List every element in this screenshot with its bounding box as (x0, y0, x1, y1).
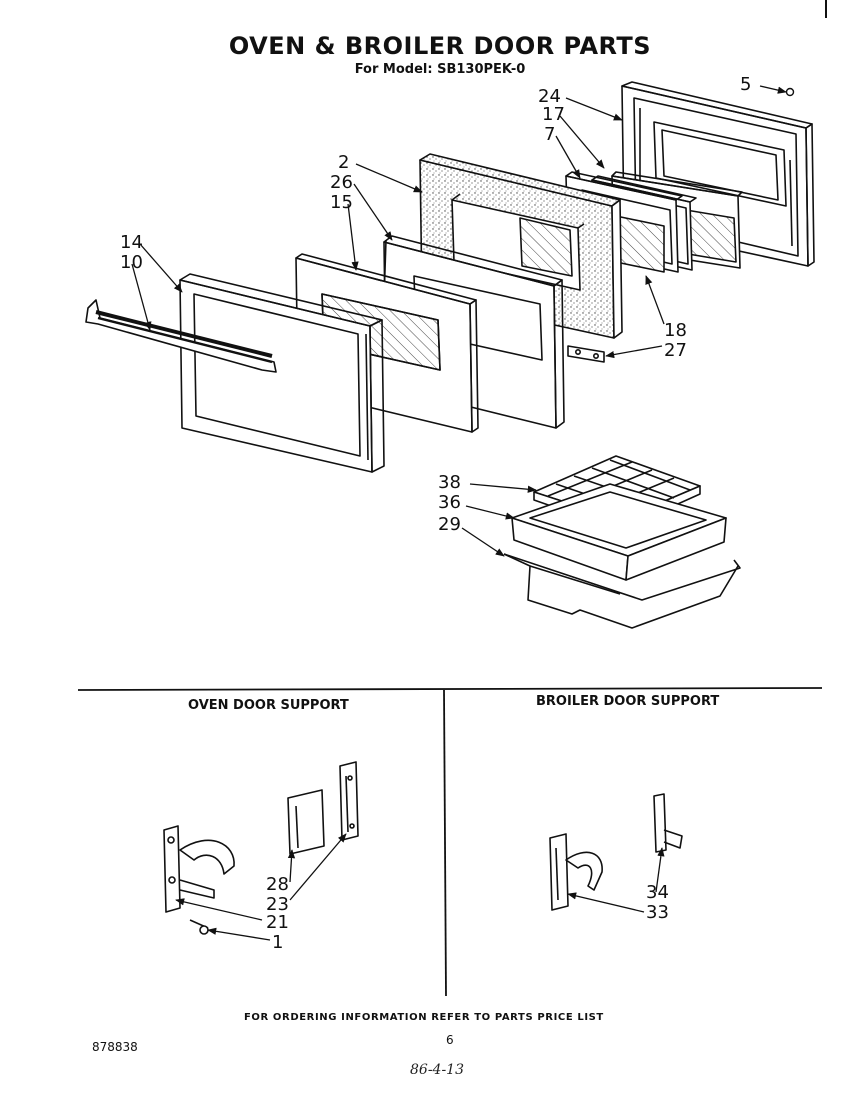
leader-18 (645, 275, 665, 325)
callout-38: 38 (438, 472, 461, 493)
door-handle-10 (85, 299, 277, 373)
hinge-bar-27 (567, 345, 605, 363)
leader-26 (353, 183, 393, 241)
broiler-door-support-title: BROILER DOOR SUPPORT (536, 694, 720, 709)
leader-24 (565, 97, 623, 121)
leader-7 (555, 135, 581, 179)
leader-2 (355, 163, 423, 193)
page-number: 6 (446, 1033, 454, 1047)
divider-vertical (443, 689, 447, 997)
callout-17: 17 (542, 104, 565, 125)
divider-horizontal (77, 687, 823, 691)
leader-17 (559, 115, 605, 169)
callout-26: 26 (330, 172, 353, 193)
callout-1: 1 (272, 932, 284, 953)
leader-23 (289, 833, 347, 901)
page-title: OVEN & BROILER DOOR PARTS (228, 32, 652, 60)
callout-10: 10 (120, 252, 143, 273)
callout-28: 28 (266, 874, 289, 895)
callout-27: 27 (664, 340, 687, 361)
callout-34: 34 (646, 882, 669, 903)
oven-door-support-title: OVEN DOOR SUPPORT (188, 698, 349, 713)
broiler-pan-36 (511, 483, 727, 581)
callout-29: 29 (438, 514, 461, 535)
callout-21: 21 (266, 912, 289, 933)
leader-27 (605, 345, 663, 359)
leader-34 (655, 847, 665, 893)
leader-10 (131, 263, 152, 331)
model-line: For Model: SB130PEK-0 (354, 62, 526, 77)
callout-15: 15 (330, 192, 353, 213)
oven-door-hinge-left (163, 825, 235, 935)
document-number: 878838 (92, 1040, 138, 1054)
callout-23: 23 (266, 894, 289, 915)
leader-21 (175, 898, 263, 921)
front-door-frame-14 (179, 273, 385, 473)
callout-18: 18 (664, 320, 687, 341)
callout-14: 14 (120, 232, 143, 253)
callout-2: 2 (338, 152, 350, 173)
oven-door-hinge-right (287, 761, 359, 855)
screw-part-5 (785, 87, 795, 97)
leader-29 (461, 527, 505, 557)
leader-15 (347, 203, 359, 271)
callout-33: 33 (646, 902, 669, 923)
broiler-door-hinge (549, 793, 683, 911)
leader-1 (207, 927, 271, 941)
leader-38 (469, 483, 537, 493)
callout-36: 36 (438, 492, 461, 513)
leader-14 (139, 243, 183, 293)
leader-36 (465, 505, 515, 520)
callout-5: 5 (740, 74, 752, 95)
leader-5 (759, 85, 787, 94)
handwritten-date: 86-4-13 (410, 1062, 464, 1078)
leader-28 (287, 849, 296, 883)
ordering-note: FOR ORDERING INFORMATION REFER TO PARTS … (244, 1012, 604, 1023)
callout-24: 24 (538, 86, 561, 107)
callout-7: 7 (544, 124, 556, 145)
leader-33 (567, 892, 645, 913)
broiler-rack-29 (503, 553, 741, 629)
